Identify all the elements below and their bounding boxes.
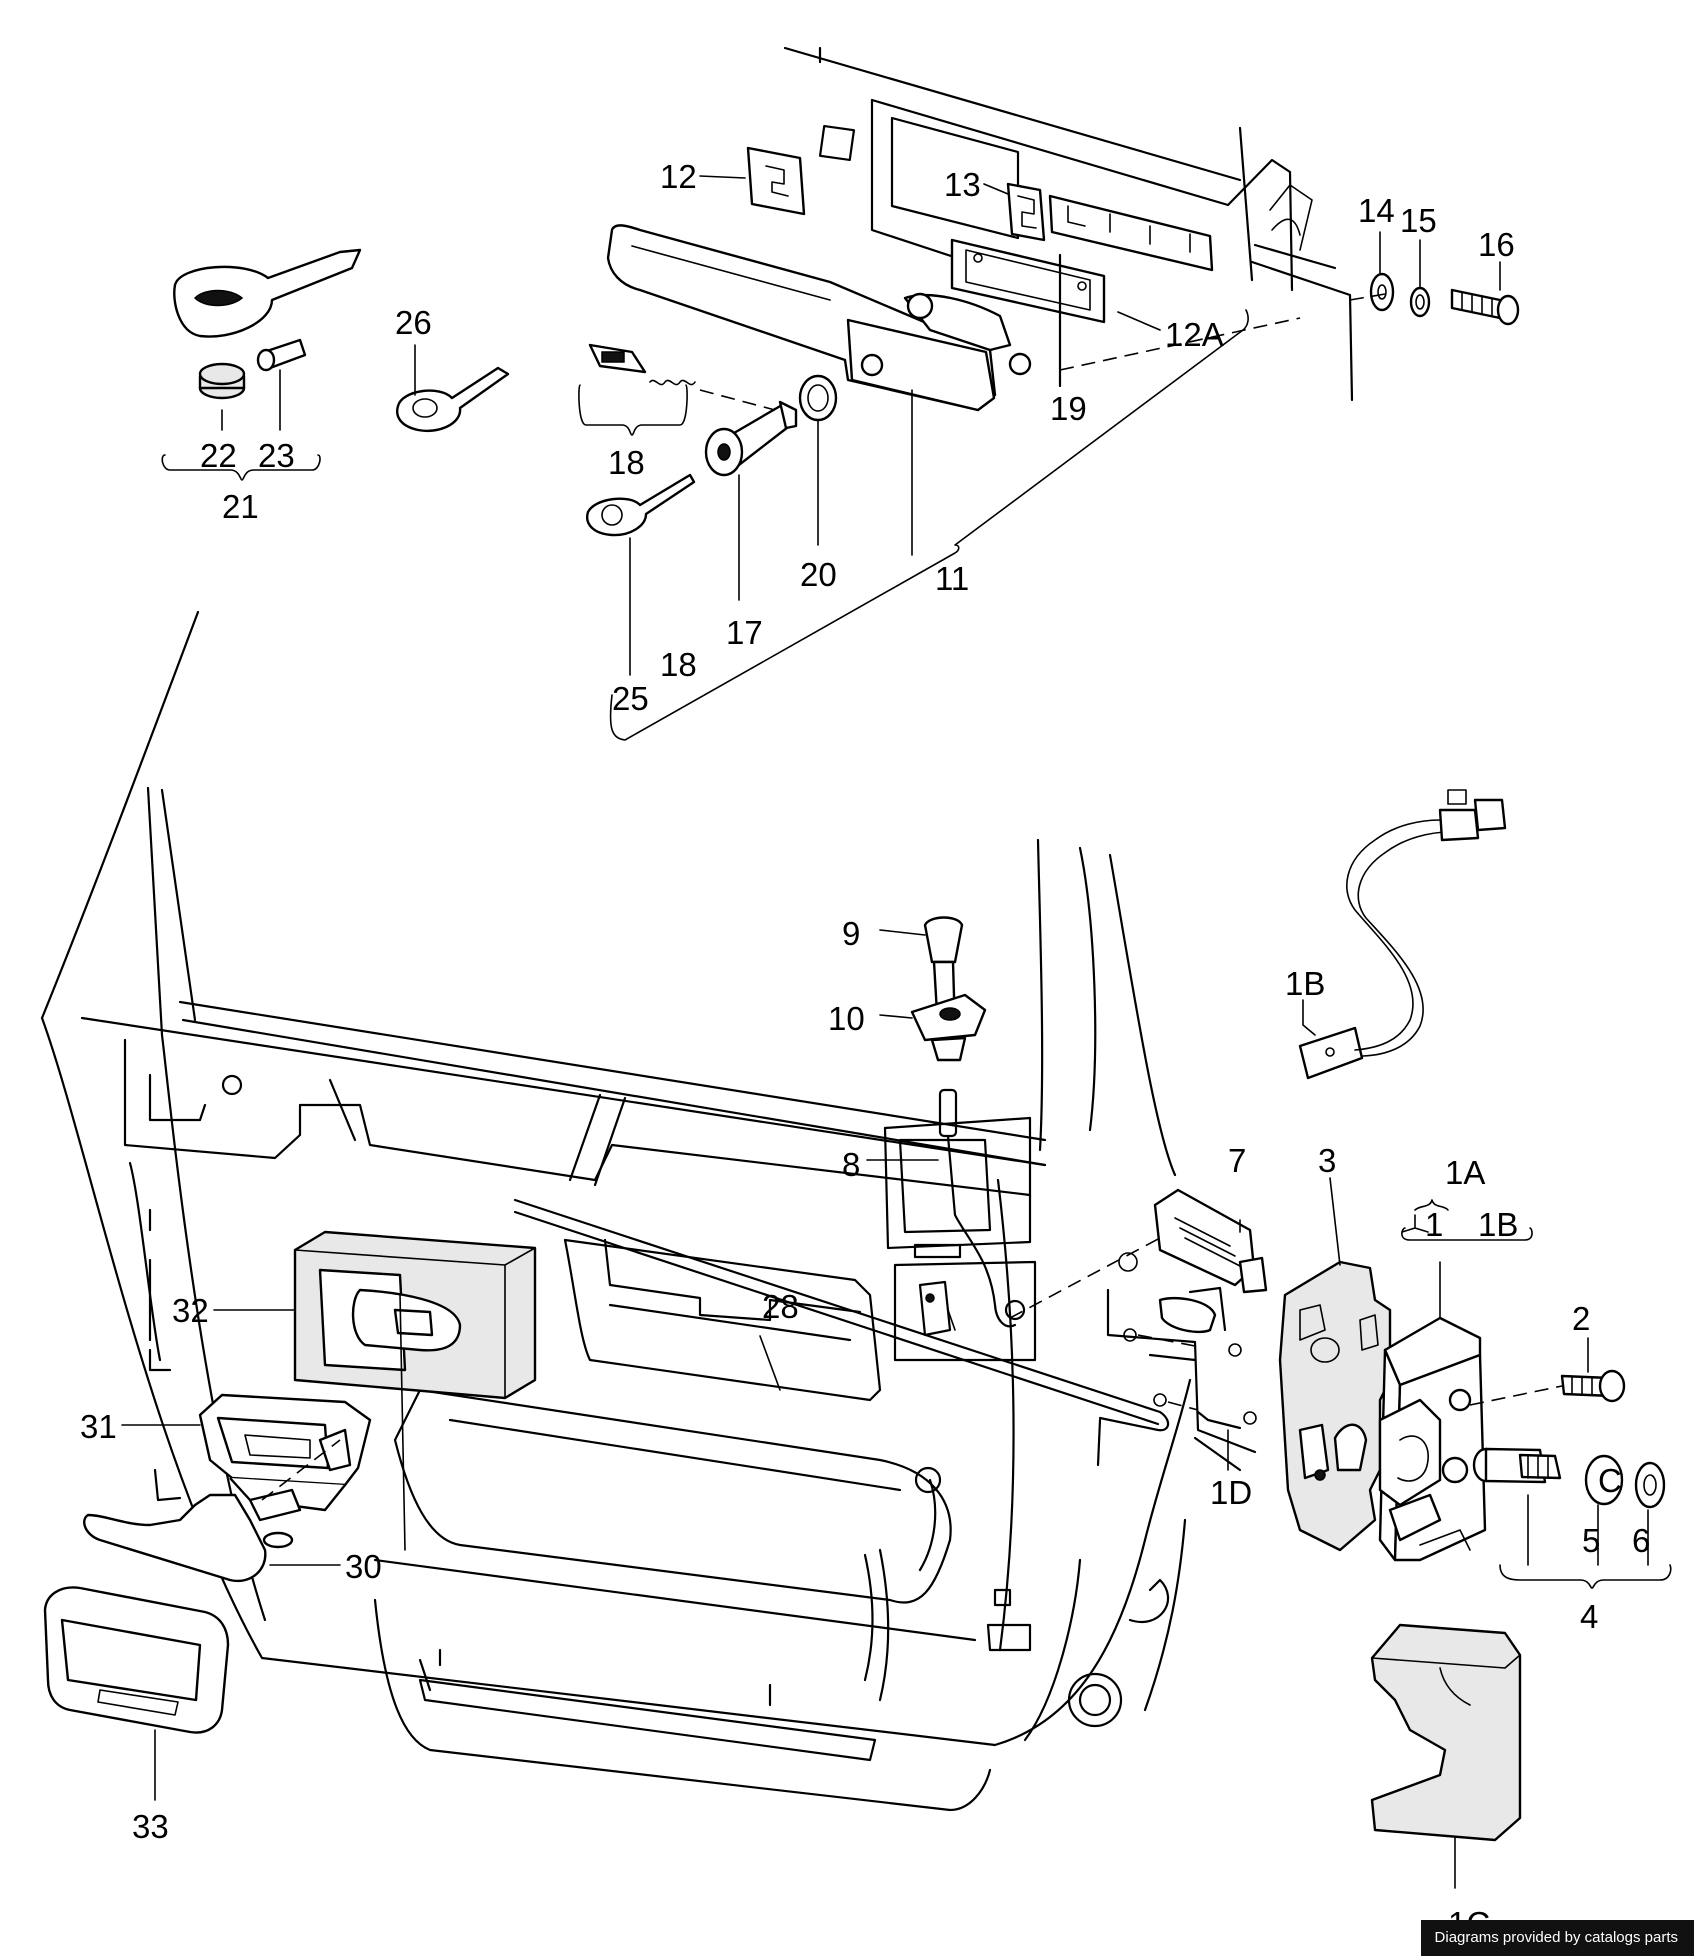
striker-stud-4 (1472, 1447, 1562, 1484)
label-1d: 1D (1210, 1474, 1252, 1511)
grommet-10 (910, 993, 987, 1062)
rod-clips-1d (1106, 1286, 1257, 1472)
bracket-plate-12a (950, 194, 1214, 324)
clip-13 (1006, 182, 1046, 242)
screw-16 (1450, 288, 1520, 326)
label-30: 30 (345, 1548, 382, 1585)
label-17: 17 (726, 614, 763, 651)
lock-knob-rod-region-8 (883, 1088, 1037, 1362)
interior-handle-30 (83, 1439, 341, 1583)
lock-mechanism-3 (1278, 1260, 1392, 1552)
label-12: 12 (660, 158, 697, 195)
key-26 (396, 366, 510, 433)
clip-12 (746, 146, 806, 216)
label-12a: 12A (1165, 316, 1224, 353)
label-7: 7 (1228, 1142, 1246, 1179)
seal-ring-20 (798, 374, 838, 422)
label-26: 26 (395, 304, 432, 341)
label-20: 20 (800, 556, 837, 593)
label-1b-switch: 1B (1285, 965, 1325, 1002)
label-2: 2 (1572, 1300, 1590, 1337)
label-28: 28 (762, 1288, 799, 1325)
label-11: 11 (935, 560, 969, 597)
rod-holder-7 (1009, 1188, 1268, 1319)
label-33: 33 (132, 1808, 169, 1845)
label-31: 31 (80, 1408, 117, 1445)
label-14: 14 (1358, 192, 1395, 229)
lock-cover-1c (1370, 1623, 1522, 1842)
sound-pad-32 (293, 1230, 537, 1551)
trim-frame-33 (43, 1586, 230, 1734)
label-15: 15 (1400, 202, 1437, 239)
label-10: 10 (828, 1000, 865, 1037)
label-25: 25 (612, 680, 649, 717)
leader-lines-lower (121, 929, 1672, 1889)
lock-cylinder-17 (704, 400, 798, 477)
exterior-handle-11 (606, 224, 1032, 412)
label-18-lower: 18 (660, 646, 697, 683)
label-18-upper: 18 (608, 444, 645, 481)
label-21: 21 (222, 488, 259, 525)
label-23: 23 (258, 437, 295, 474)
label-19: 19 (1050, 390, 1087, 427)
lock-latch-1 (1378, 1316, 1487, 1562)
label-6: 6 (1632, 1522, 1650, 1559)
washer-15 (1409, 286, 1431, 318)
washer-14 (1369, 272, 1395, 312)
part-labels: 12 13 14 15 16 12A 19 26 18 22 23 21 20 … (80, 158, 1650, 1942)
microswitch-1b (1298, 789, 1507, 1080)
label-1b: 1B (1478, 1206, 1518, 1243)
bulb-23 (256, 338, 307, 372)
leader-lines-upper (161, 175, 1501, 741)
label-3: 3 (1318, 1142, 1336, 1179)
label-13: 13 (944, 166, 981, 203)
label-1a: 1A (1445, 1154, 1485, 1191)
label-8: 8 (842, 1146, 860, 1183)
label-1: 1 (1425, 1206, 1443, 1243)
key-25 (585, 473, 696, 537)
label-4: 4 (1580, 1598, 1598, 1635)
label-22: 22 (200, 437, 237, 474)
screw-2 (1469, 1369, 1626, 1406)
spring-18 (588, 343, 776, 411)
operating-rod-28 (513, 1198, 1170, 1467)
key-21 (173, 248, 362, 338)
cap-22 (198, 362, 246, 400)
washer-6 (1634, 1461, 1666, 1509)
svg-text:C: C (1598, 1462, 1622, 1499)
label-32: 32 (172, 1292, 209, 1329)
upper-door-panel-outline (783, 46, 1354, 402)
label-5: 5 (1582, 1522, 1600, 1559)
nut-5: C (1584, 1454, 1624, 1506)
label-16: 16 (1478, 226, 1515, 263)
credit-banner: Diagrams provided by catalogs parts (1420, 1920, 1694, 1956)
label-9: 9 (842, 915, 860, 952)
